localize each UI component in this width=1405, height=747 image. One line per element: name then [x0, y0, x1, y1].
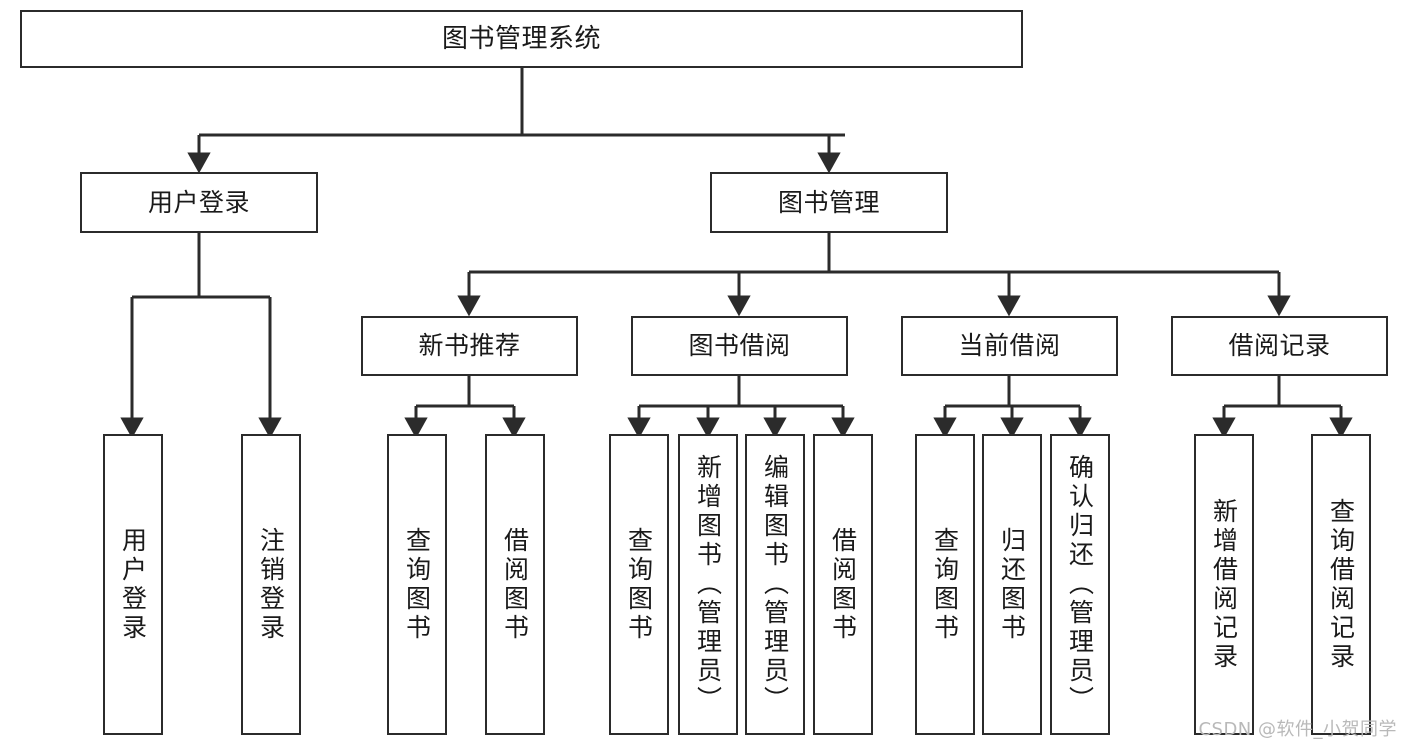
- node-label: 确认归还（管理员）: [1065, 454, 1095, 715]
- node-current-borrow[interactable]: 当前借阅: [901, 316, 1118, 376]
- node-root-book-management-system[interactable]: 图书管理系统: [20, 10, 1023, 68]
- node-label: 新书推荐: [418, 331, 521, 361]
- node-leaf-query-book-recommend[interactable]: 查询图书: [387, 434, 447, 735]
- node-borrow-record[interactable]: 借阅记录: [1171, 316, 1388, 376]
- node-label: 新增借阅记录: [1209, 497, 1239, 672]
- node-leaf-query-book-borrow[interactable]: 查询图书: [609, 434, 669, 735]
- node-label: 图书管理: [777, 187, 880, 217]
- node-label: 新增图书（管理员）: [693, 454, 723, 715]
- node-book-borrow[interactable]: 图书借阅: [631, 316, 848, 376]
- node-leaf-confirm-return-admin[interactable]: 确认归还（管理员）: [1050, 434, 1110, 735]
- node-leaf-query-borrow-record[interactable]: 查询借阅记录: [1311, 434, 1371, 735]
- node-label: 用户登录: [147, 187, 250, 217]
- node-leaf-user-login[interactable]: 用户登录: [103, 434, 163, 735]
- node-label: 借阅图书: [500, 526, 530, 643]
- node-label: 当前借阅: [958, 331, 1061, 361]
- node-book-management[interactable]: 图书管理: [710, 172, 948, 233]
- node-user-login[interactable]: 用户登录: [80, 172, 318, 233]
- node-label: 借阅记录: [1228, 331, 1331, 361]
- watermark-text: CSDN @软件_小贺同学: [1198, 719, 1397, 740]
- node-new-book-recommend[interactable]: 新书推荐: [361, 316, 578, 376]
- node-label: 注销登录: [256, 526, 286, 643]
- node-leaf-edit-book-admin[interactable]: 编辑图书（管理员）: [745, 434, 805, 735]
- node-leaf-return-book[interactable]: 归还图书: [982, 434, 1042, 735]
- node-label: 图书借阅: [688, 331, 791, 361]
- node-label: 归还图书: [997, 526, 1027, 643]
- node-label: 查询借阅记录: [1326, 497, 1356, 672]
- node-label: 查询图书: [402, 526, 432, 643]
- node-leaf-borrow-book-recommend[interactable]: 借阅图书: [485, 434, 545, 735]
- node-leaf-add-book-admin[interactable]: 新增图书（管理员）: [678, 434, 738, 735]
- node-label: 编辑图书（管理员）: [760, 454, 790, 715]
- node-label: 查询图书: [624, 526, 654, 643]
- node-leaf-add-borrow-record[interactable]: 新增借阅记录: [1194, 434, 1254, 735]
- node-leaf-borrow-book[interactable]: 借阅图书: [813, 434, 873, 735]
- node-label: 借阅图书: [828, 526, 858, 643]
- node-leaf-logout[interactable]: 注销登录: [241, 434, 301, 735]
- node-label: 用户登录: [118, 526, 148, 643]
- node-label: 查询图书: [930, 526, 960, 643]
- node-label: 图书管理系统: [441, 23, 601, 54]
- node-leaf-query-book-current[interactable]: 查询图书: [915, 434, 975, 735]
